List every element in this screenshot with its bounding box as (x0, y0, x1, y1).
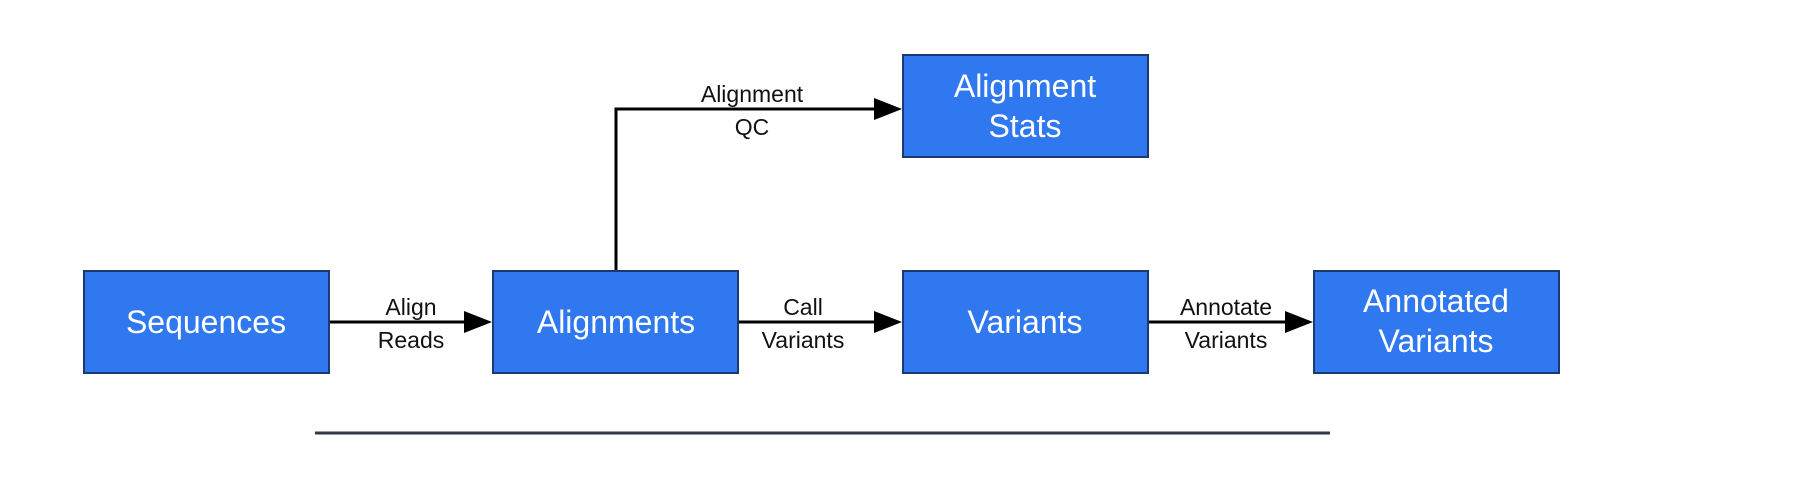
node-box (902, 54, 1149, 158)
edge-label-line: Variants (762, 327, 845, 353)
edge-label-line: Variants (1185, 327, 1268, 353)
node-label-line: Variants (967, 304, 1082, 340)
edge-line (614, 107, 878, 271)
arrow-head-icon (464, 311, 492, 333)
node-sequences: Sequences (83, 270, 330, 374)
node-alignments: Alignments (492, 270, 739, 374)
edge-label-line: Alignment (701, 81, 804, 107)
edge-align-reads: Align Reads (329, 294, 492, 353)
node-box (1313, 270, 1560, 374)
edge-label-line: QC (735, 114, 770, 140)
edge-label-line: Annotate (1180, 294, 1272, 320)
edge-label-line: Reads (378, 327, 444, 353)
node-label-line: Variants (1378, 323, 1493, 359)
node-box (902, 270, 1149, 374)
node-box (83, 270, 330, 374)
node-label-line: Sequences (126, 304, 286, 340)
edge-alignment-qc: Alignment QC (614, 81, 902, 271)
edge-label-line: Align (385, 294, 436, 320)
node-variants: Variants (902, 270, 1149, 374)
edge-annotate-variants: Annotate Variants (1148, 294, 1313, 353)
arrow-head-icon (874, 98, 902, 120)
node-label-line: Stats (989, 108, 1062, 144)
arrow-head-icon (874, 311, 902, 333)
node-label-line: Alignments (537, 304, 695, 340)
edge-label-line: Call (783, 294, 823, 320)
arrow-head-icon (1285, 311, 1313, 333)
node-label-line: Alignment (954, 68, 1096, 104)
node-annotated-variants: Annotated Variants (1313, 270, 1560, 374)
node-label-line: Annotated (1363, 283, 1509, 319)
edge-call-variants: Call Variants (738, 294, 902, 353)
node-alignment-stats: Alignment Stats (902, 54, 1149, 158)
node-box (492, 270, 739, 374)
